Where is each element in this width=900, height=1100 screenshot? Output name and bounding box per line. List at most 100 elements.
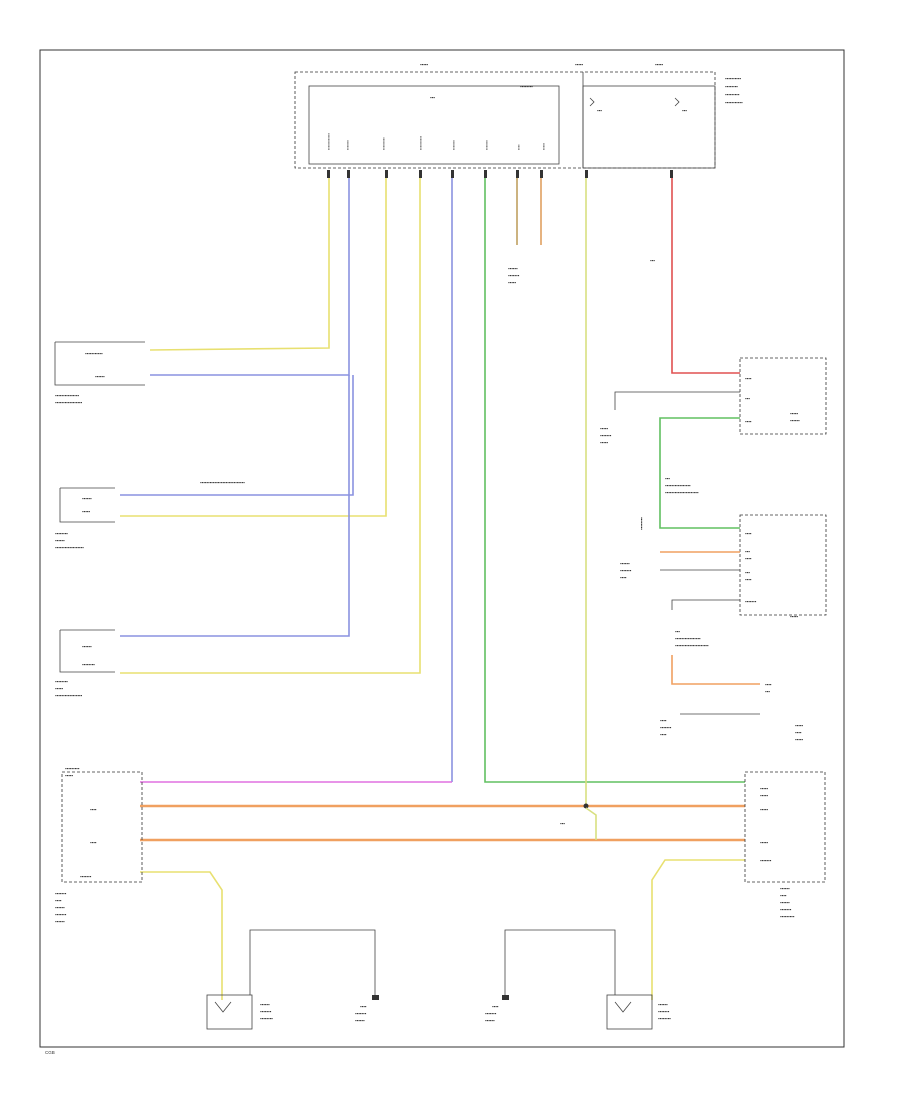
rear-right-door-module: ▪▪▪▪▪ ▪▪▪▪▪ ▪▪▪▪▪ ▪▪▪▪▪ ▪▪▪▪▪▪▪ ▪▪▪▪▪▪ ▪…	[744, 771, 826, 919]
module-connector-pins	[327, 170, 673, 178]
svg-text:▪▪▪: ▪▪▪	[597, 108, 602, 113]
receiver-module: ▪▪▪▪▪ ▪▪▪▪▪ ▪▪▪▪▪ ▪▪▪▪▪▪▪▪▪▪ ▪▪▪▪▪▪▪▪ ▪▪…	[294, 62, 743, 169]
svg-text:▪▪▪▪▪: ▪▪▪▪▪	[795, 737, 803, 742]
svg-text:▪▪▪▪: ▪▪▪▪	[660, 718, 667, 723]
svg-text:▪▪▪▪▪▪▪: ▪▪▪▪▪▪▪	[780, 907, 792, 912]
svg-text:▪▪▪▪▪▪: ▪▪▪▪▪▪	[82, 496, 92, 501]
svg-text:▪▪▪▪: ▪▪▪▪	[620, 575, 627, 580]
rear-left-tire-sensor: ▪▪▪▪▪▪ ▪▪▪▪▪▪▪▪ ▪▪▪▪▪▪▪▪ ▪▪▪▪▪ ▪▪▪▪▪▪▪▪▪…	[55, 629, 115, 698]
svg-text:▪▪▪▪: ▪▪▪▪	[795, 730, 802, 735]
svg-text:▪▪▪▪▪▪▪: ▪▪▪▪▪▪▪	[260, 1009, 272, 1014]
svg-text:▪▪▪▪▪▪▪▪▪: ▪▪▪▪▪▪▪▪▪	[725, 92, 740, 97]
svg-text:▪▪▪▪▪: ▪▪▪▪▪	[600, 440, 608, 445]
svg-text:▪▪▪▪▪▪▪▪: ▪▪▪▪▪▪▪▪	[639, 517, 644, 530]
svg-text:▪▪▪▪▪: ▪▪▪▪▪	[82, 509, 90, 514]
ground-symbol: ▪▪▪▪ ▪▪▪▪▪▪▪ ▪▪▪▪▪▪	[355, 995, 379, 1023]
svg-text:▪▪▪▪▪: ▪▪▪▪▪	[760, 840, 768, 845]
svg-text:▪▪▪▪▪▪▪▪▪▪▪: ▪▪▪▪▪▪▪▪▪▪▪	[725, 100, 743, 105]
wire-orange-4	[671, 655, 760, 685]
svg-text:▪▪▪▪▪▪▪▪: ▪▪▪▪▪▪▪▪	[55, 679, 68, 684]
wire-red	[671, 178, 740, 374]
svg-text:▪▪▪: ▪▪▪	[745, 570, 750, 575]
svg-text:▪▪▪▪▪▪: ▪▪▪▪▪▪	[82, 644, 92, 649]
svg-text:▪▪▪▪▪▪: ▪▪▪▪▪▪	[508, 266, 518, 271]
svg-text:▪▪▪▪▪▪▪▪▪: ▪▪▪▪▪▪▪▪▪	[780, 914, 795, 919]
svg-text:▪▪▪▪▪▪: ▪▪▪▪▪▪	[55, 919, 65, 924]
svg-text:▪▪▪▪: ▪▪▪▪	[745, 531, 752, 536]
svg-text:▪▪▪▪▪▪▪▪▪▪▪▪▪▪▪▪▪▪▪▪▪: ▪▪▪▪▪▪▪▪▪▪▪▪▪▪▪▪▪▪▪▪▪	[675, 643, 709, 648]
svg-text:▪▪▪▪▪▪: ▪▪▪▪▪▪	[485, 1018, 495, 1023]
wire-green-2	[659, 417, 740, 529]
svg-text:▪▪▪▪▪: ▪▪▪▪▪	[575, 62, 583, 67]
diagram-code: CGB	[45, 1050, 55, 1055]
svg-text:▪▪▪▪▪▪▪▪▪▪: ▪▪▪▪▪▪▪▪▪▪	[418, 135, 423, 150]
svg-text:▪▪▪▪▪▪: ▪▪▪▪▪▪	[55, 905, 65, 910]
wire-black-1	[614, 391, 740, 410]
svg-text:▪▪▪▪: ▪▪▪▪	[745, 556, 752, 561]
wire-black-3	[671, 599, 740, 610]
svg-text:▪▪▪▪▪▪: ▪▪▪▪▪▪	[780, 886, 790, 891]
svg-text:▪▪▪▪▪▪: ▪▪▪▪▪▪	[658, 1002, 668, 1007]
svg-text:▪▪▪: ▪▪▪	[560, 821, 565, 826]
rear-right-antenna: ▪▪▪▪▪▪ ▪▪▪▪▪▪▪ ▪▪▪▪▪▪▪▪	[606, 994, 671, 1030]
svg-text:▪▪▪▪▪▪: ▪▪▪▪▪▪	[620, 561, 630, 566]
svg-text:▪▪▪▪▪▪▪▪▪: ▪▪▪▪▪▪▪▪▪	[381, 137, 386, 150]
front-left-tire-sensor: ▪▪▪▪▪▪ ▪▪▪▪▪ ▪▪▪▪▪▪▪▪ ▪▪▪▪▪▪ ▪▪▪▪▪▪▪▪▪▪▪…	[55, 487, 115, 550]
wire-blue-3	[120, 375, 350, 637]
front-left-door-module: ▪▪▪▪▪▪▪▪▪ ▪▪▪▪▪ ▪▪▪▪ ▪▪▪▪ ▪▪▪▪▪▪▪ ▪▪▪▪▪▪…	[55, 766, 143, 924]
svg-text:▪▪▪▪: ▪▪▪▪	[360, 1004, 367, 1009]
wire-yellow-3	[120, 178, 421, 674]
svg-text:▪▪▪▪▪▪▪: ▪▪▪▪▪▪▪	[55, 912, 67, 917]
svg-text:▪▪▪▪▪: ▪▪▪▪▪	[508, 280, 516, 285]
right-module-1: ▪▪▪▪ ▪▪▪ ▪▪▪▪ ▪▪▪▪▪ ▪▪▪▪▪▪	[739, 357, 827, 435]
svg-text:▪▪▪▪▪▪▪: ▪▪▪▪▪▪▪	[760, 858, 772, 863]
svg-text:▪▪▪▪▪▪▪▪: ▪▪▪▪▪▪▪▪	[260, 1016, 273, 1021]
wire-blue-2	[120, 375, 354, 496]
svg-text:▪▪▪▪▪: ▪▪▪▪▪	[65, 773, 73, 778]
svg-text:▪▪▪▪▪▪▪: ▪▪▪▪▪▪▪	[745, 599, 757, 604]
svg-text:▪▪▪▪▪▪▪: ▪▪▪▪▪▪▪	[485, 1011, 497, 1016]
svg-text:▪▪▪▪: ▪▪▪▪	[660, 732, 667, 737]
svg-text:▪▪▪▪: ▪▪▪▪	[55, 898, 62, 903]
svg-text:▪▪▪▪▪▪: ▪▪▪▪▪▪	[95, 374, 105, 379]
svg-text:▪▪▪▪▪▪▪▪▪: ▪▪▪▪▪▪▪▪▪	[65, 766, 80, 771]
diagram-frame	[39, 49, 845, 1048]
svg-text:▪▪▪▪▪▪▪: ▪▪▪▪▪▪▪	[658, 1009, 670, 1014]
svg-text:▪▪▪▪▪: ▪▪▪▪▪	[420, 62, 428, 67]
svg-text:▪▪▪▪▪▪▪: ▪▪▪▪▪▪▪	[80, 874, 92, 879]
svg-text:▪▪▪▪▪: ▪▪▪▪▪	[760, 786, 768, 791]
svg-text:▪▪▪▪▪: ▪▪▪▪▪	[795, 723, 803, 728]
svg-text:▪▪▪▪▪▪▪: ▪▪▪▪▪▪▪	[600, 433, 612, 438]
svg-text:▪▪▪▪▪: ▪▪▪▪▪	[655, 62, 663, 67]
svg-text:▪▪▪▪▪▪▪▪: ▪▪▪▪▪▪▪▪	[55, 531, 68, 536]
svg-text:▪▪▪▪: ▪▪▪▪	[765, 682, 772, 687]
svg-text:▪▪▪▪▪▪: ▪▪▪▪▪▪	[790, 418, 800, 423]
svg-text:▪▪▪: ▪▪▪	[650, 258, 655, 263]
svg-text:▪▪▪▪▪▪▪▪▪▪▪▪▪▪▪▪▪: ▪▪▪▪▪▪▪▪▪▪▪▪▪▪▪▪▪	[55, 693, 83, 698]
wire-yellow-2	[120, 178, 387, 517]
svg-text:▪▪▪▪▪▪▪▪▪▪▪▪: ▪▪▪▪▪▪▪▪▪▪▪▪	[326, 132, 331, 150]
svg-text:▪▪▪▪▪▪▪: ▪▪▪▪▪▪▪	[55, 891, 67, 896]
splice-dot	[583, 803, 589, 809]
wire-yellow-5	[651, 859, 745, 1000]
svg-text:▪▪▪▪▪▪▪: ▪▪▪▪▪▪▪	[484, 139, 489, 150]
wire-blue-1	[150, 178, 350, 376]
svg-text:▪▪▪▪▪: ▪▪▪▪▪	[760, 807, 768, 812]
svg-text:▪▪▪▪▪▪▪▪▪▪▪▪▪▪▪▪▪▪▪▪▪▪▪▪▪▪▪▪: ▪▪▪▪▪▪▪▪▪▪▪▪▪▪▪▪▪▪▪▪▪▪▪▪▪▪▪▪	[200, 480, 245, 485]
svg-text:▪▪▪▪▪: ▪▪▪▪▪	[541, 142, 546, 150]
svg-text:▪▪▪▪: ▪▪▪▪	[90, 807, 97, 812]
svg-text:▪▪▪▪▪▪▪: ▪▪▪▪▪▪▪	[355, 1011, 367, 1016]
svg-text:▪▪▪▪▪▪▪▪: ▪▪▪▪▪▪▪▪	[658, 1016, 671, 1021]
svg-text:▪▪▪▪▪▪: ▪▪▪▪▪▪	[55, 538, 65, 543]
svg-text:▪▪▪▪▪: ▪▪▪▪▪	[760, 793, 768, 798]
svg-text:▪▪▪: ▪▪▪	[430, 95, 435, 100]
svg-text:▪▪▪▪▪▪: ▪▪▪▪▪▪	[780, 900, 790, 905]
svg-text:▪▪▪▪▪: ▪▪▪▪▪	[55, 686, 63, 691]
svg-text:▪▪▪▪: ▪▪▪▪	[745, 376, 752, 381]
svg-text:▪▪▪: ▪▪▪	[745, 396, 750, 401]
svg-text:▪▪▪▪▪▪▪▪▪▪▪▪▪▪▪: ▪▪▪▪▪▪▪▪▪▪▪▪▪▪▪	[55, 393, 79, 398]
svg-text:▪▪▪▪▪▪▪: ▪▪▪▪▪▪▪	[660, 725, 672, 730]
svg-text:▪▪▪▪▪: ▪▪▪▪▪	[600, 426, 608, 431]
svg-text:▪▪▪▪▪▪▪▪: ▪▪▪▪▪▪▪▪	[725, 84, 738, 89]
svg-text:▪▪▪▪▪▪: ▪▪▪▪▪▪	[260, 1002, 270, 1007]
